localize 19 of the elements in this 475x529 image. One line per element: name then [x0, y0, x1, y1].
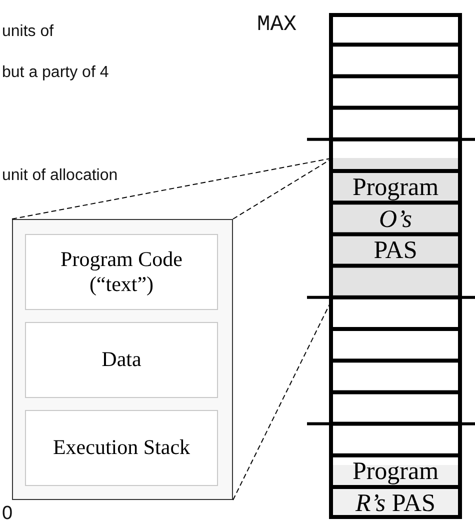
- zoomed-unit-box: [12, 219, 233, 500]
- block-label: O’s: [378, 206, 413, 233]
- segment-label: Execution Stack: [52, 435, 192, 461]
- segment-label: Program Code (“text”): [60, 246, 184, 298]
- note-text: but a party of 4: [2, 64, 109, 82]
- execution-stack-segment: [25, 410, 218, 486]
- address-label: 0: [2, 503, 13, 525]
- block-label: Program: [351, 174, 440, 201]
- data-segment: [25, 322, 218, 398]
- note-text: unit of allocation: [2, 167, 118, 185]
- block-label: PAS: [372, 237, 418, 264]
- memory-column: [329, 13, 462, 519]
- block-label: Program: [351, 458, 440, 486]
- address-label: MAX: [257, 12, 297, 37]
- note-text: units of: [2, 23, 54, 41]
- program-code-segment: [25, 234, 218, 310]
- segment-label: Data: [100, 347, 142, 373]
- block-label: R’s PAS: [354, 490, 436, 517]
- zoom-line: [232, 158, 334, 220]
